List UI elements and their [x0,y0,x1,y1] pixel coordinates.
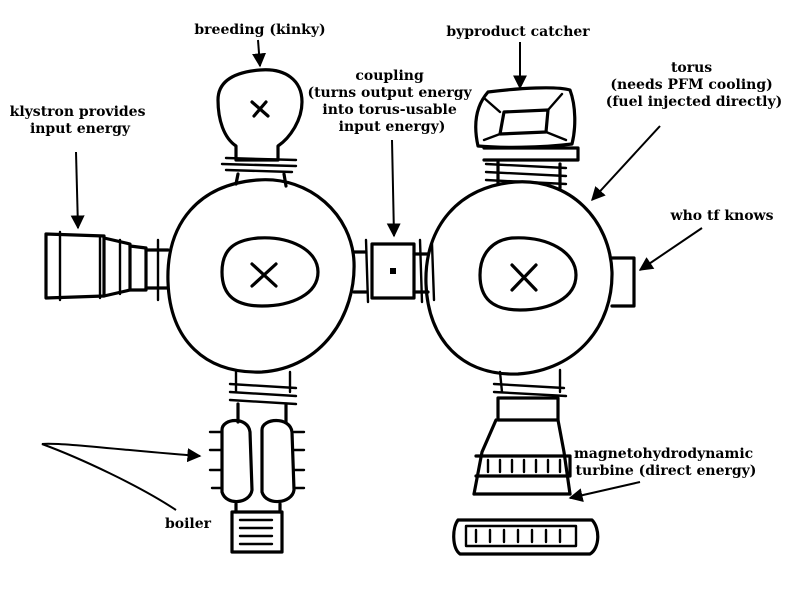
left-torus [166,178,356,374]
label-klystron: klystron provides input energy [10,104,151,137]
arrow-boiler [41,442,202,511]
boiler [208,370,306,554]
left-torus-cross-icon [250,262,278,288]
label-coupling: coupling (turns output energy into torus… [307,68,476,135]
arrow-breeding [252,39,267,68]
breeding-blanket [216,68,304,188]
label-byproduct: byproduct catcher [446,24,590,40]
label-breeding: breeding (kinky) [194,22,325,38]
byproduct-catcher [474,86,580,190]
arrow-mhd [568,481,641,503]
arrow-torus [591,125,661,202]
klystron [44,230,170,302]
unknown-port [610,256,636,308]
arrow-who [638,227,703,271]
coupling-unit [352,238,436,304]
label-who: who tf knows [670,208,774,224]
label-mhd: magnetohydrodynamic turbine (direct ener… [574,446,758,479]
right-torus [424,180,614,376]
right-torus-cross-icon [510,263,538,292]
mhd-turbine [452,368,600,556]
arrow-klystron [70,151,85,230]
label-torus: torus (needs PFM cooling) (fuel injected… [606,60,782,110]
arrow-coupling [386,139,401,238]
label-boiler: boiler [165,516,212,532]
